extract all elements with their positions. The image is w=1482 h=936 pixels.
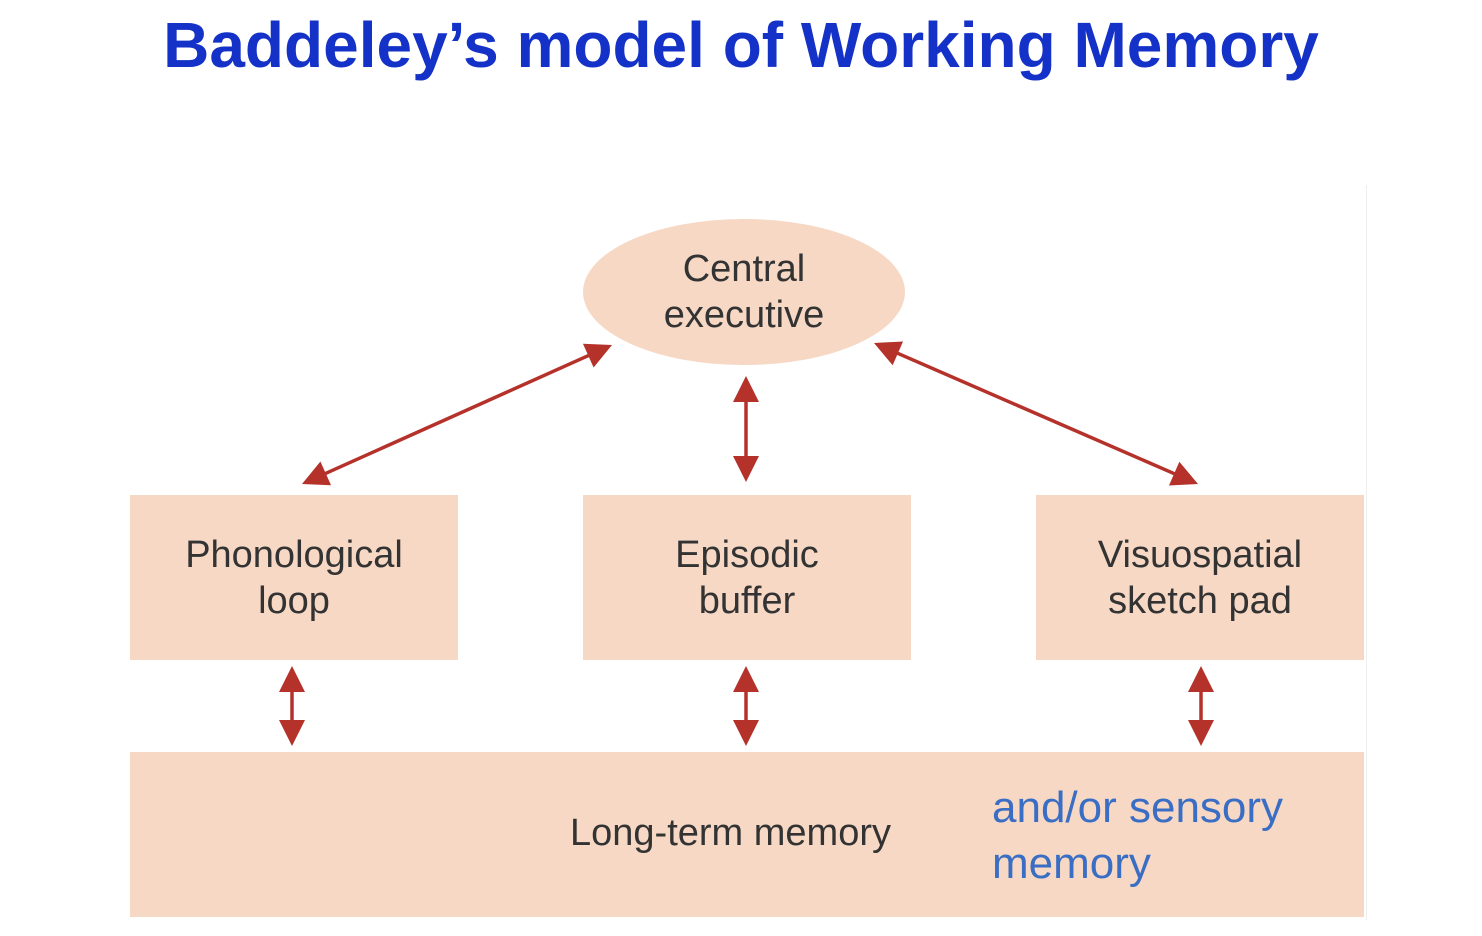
episodic-buffer-label: Episodic buffer [675,533,819,622]
central-executive-node: Central executive [583,219,905,365]
phonological-loop-label: Phonological loop [185,533,403,622]
episodic-buffer-node: Episodic buffer [583,495,911,660]
visuospatial-sketch-pad-node: Visuospatial sketch pad [1036,495,1364,660]
central-executive-label: Central executive [663,248,825,336]
phonological-loop-node: Phonological loop [130,495,458,660]
slide-title: Baddeley’s model of Working Memory [163,9,1319,81]
long-term-memory-label: Long-term memory [570,812,891,854]
sensory-memory-annotation: and/or sensory memory [992,783,1284,888]
long-term-memory-node: Long-term memory [130,752,1364,917]
visuospatial-sketch-pad-label: Visuospatial sketch pad [1097,533,1303,622]
